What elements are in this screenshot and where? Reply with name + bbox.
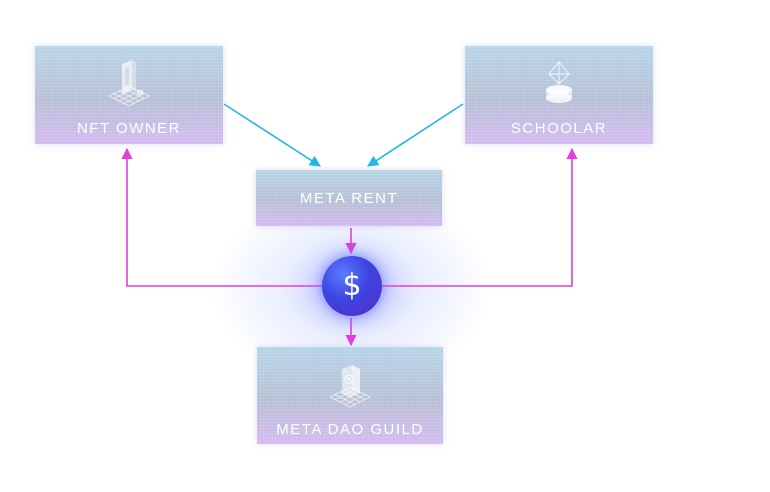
node-label: META DAO GUILD — [276, 421, 424, 438]
node-label: NFT OWNER — [76, 120, 182, 137]
node-meta-rent: META RENT — [256, 170, 442, 226]
node-meta-dao-guild: META DAO GUILD — [257, 347, 443, 444]
dollar-coin-icon: $ — [322, 256, 382, 316]
arrow-schoolar-to-meta-rent — [367, 103, 464, 167]
nft-tower-icon — [108, 60, 150, 107]
dollar-symbol: $ — [342, 268, 362, 303]
arrow-hub-to-schoolar — [382, 147, 578, 287]
node-schoolar: SCHOOLAR — [465, 46, 653, 144]
node-label: META RENT — [299, 189, 399, 207]
arrow-hub-to-nft-owner — [121, 147, 322, 287]
node-label: SCHOOLAR — [510, 120, 608, 137]
crystal-pedestal-icon — [546, 61, 572, 103]
guild-box-icon — [329, 365, 371, 408]
arrow-nft-owner-to-meta-rent — [223, 103, 321, 167]
node-nft-owner: NFT OWNER — [35, 46, 223, 144]
